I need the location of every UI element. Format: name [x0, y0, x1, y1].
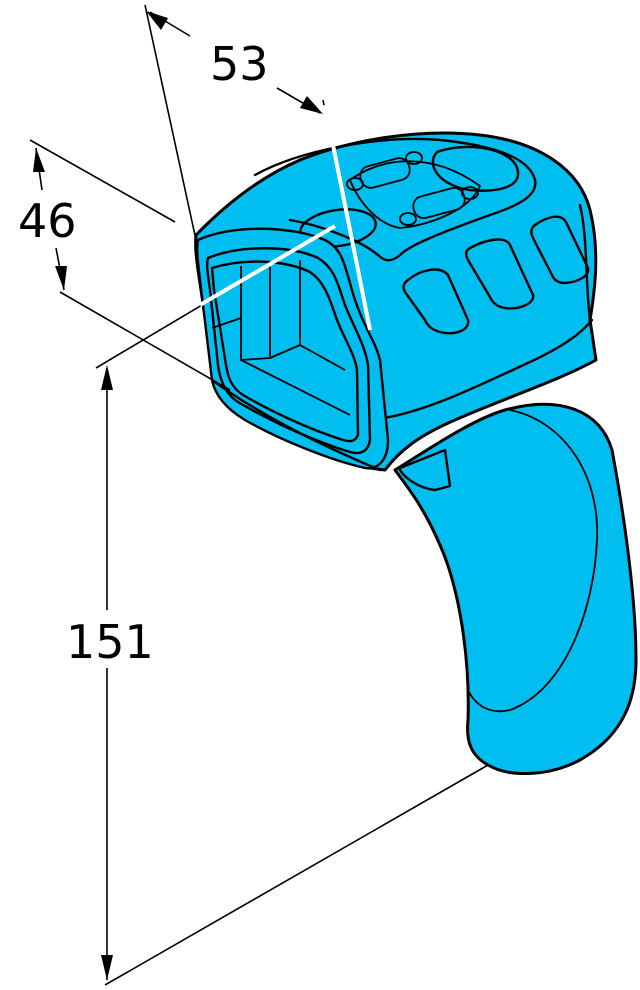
handle-grip [467, 409, 598, 713]
dimension-label-width: 53 [210, 37, 269, 91]
trigger [398, 448, 452, 492]
scan-window [210, 260, 360, 443]
dimension-lines [29, 4, 489, 986]
dimension-label-depth: 46 [18, 194, 77, 248]
side-keys [402, 215, 590, 335]
head-side-line [578, 203, 592, 322]
top-window [431, 145, 520, 192]
head-bottom-edge [210, 378, 382, 472]
front-bezel-inner [205, 247, 372, 455]
scanner-handle [393, 402, 638, 775]
dimension-label-height: 151 [66, 615, 154, 669]
scanner-illustration [194, 131, 638, 775]
head-lower-band [382, 318, 594, 420]
window-recess [211, 260, 351, 416]
top-panel [253, 137, 537, 262]
top-buttons [346, 151, 481, 229]
